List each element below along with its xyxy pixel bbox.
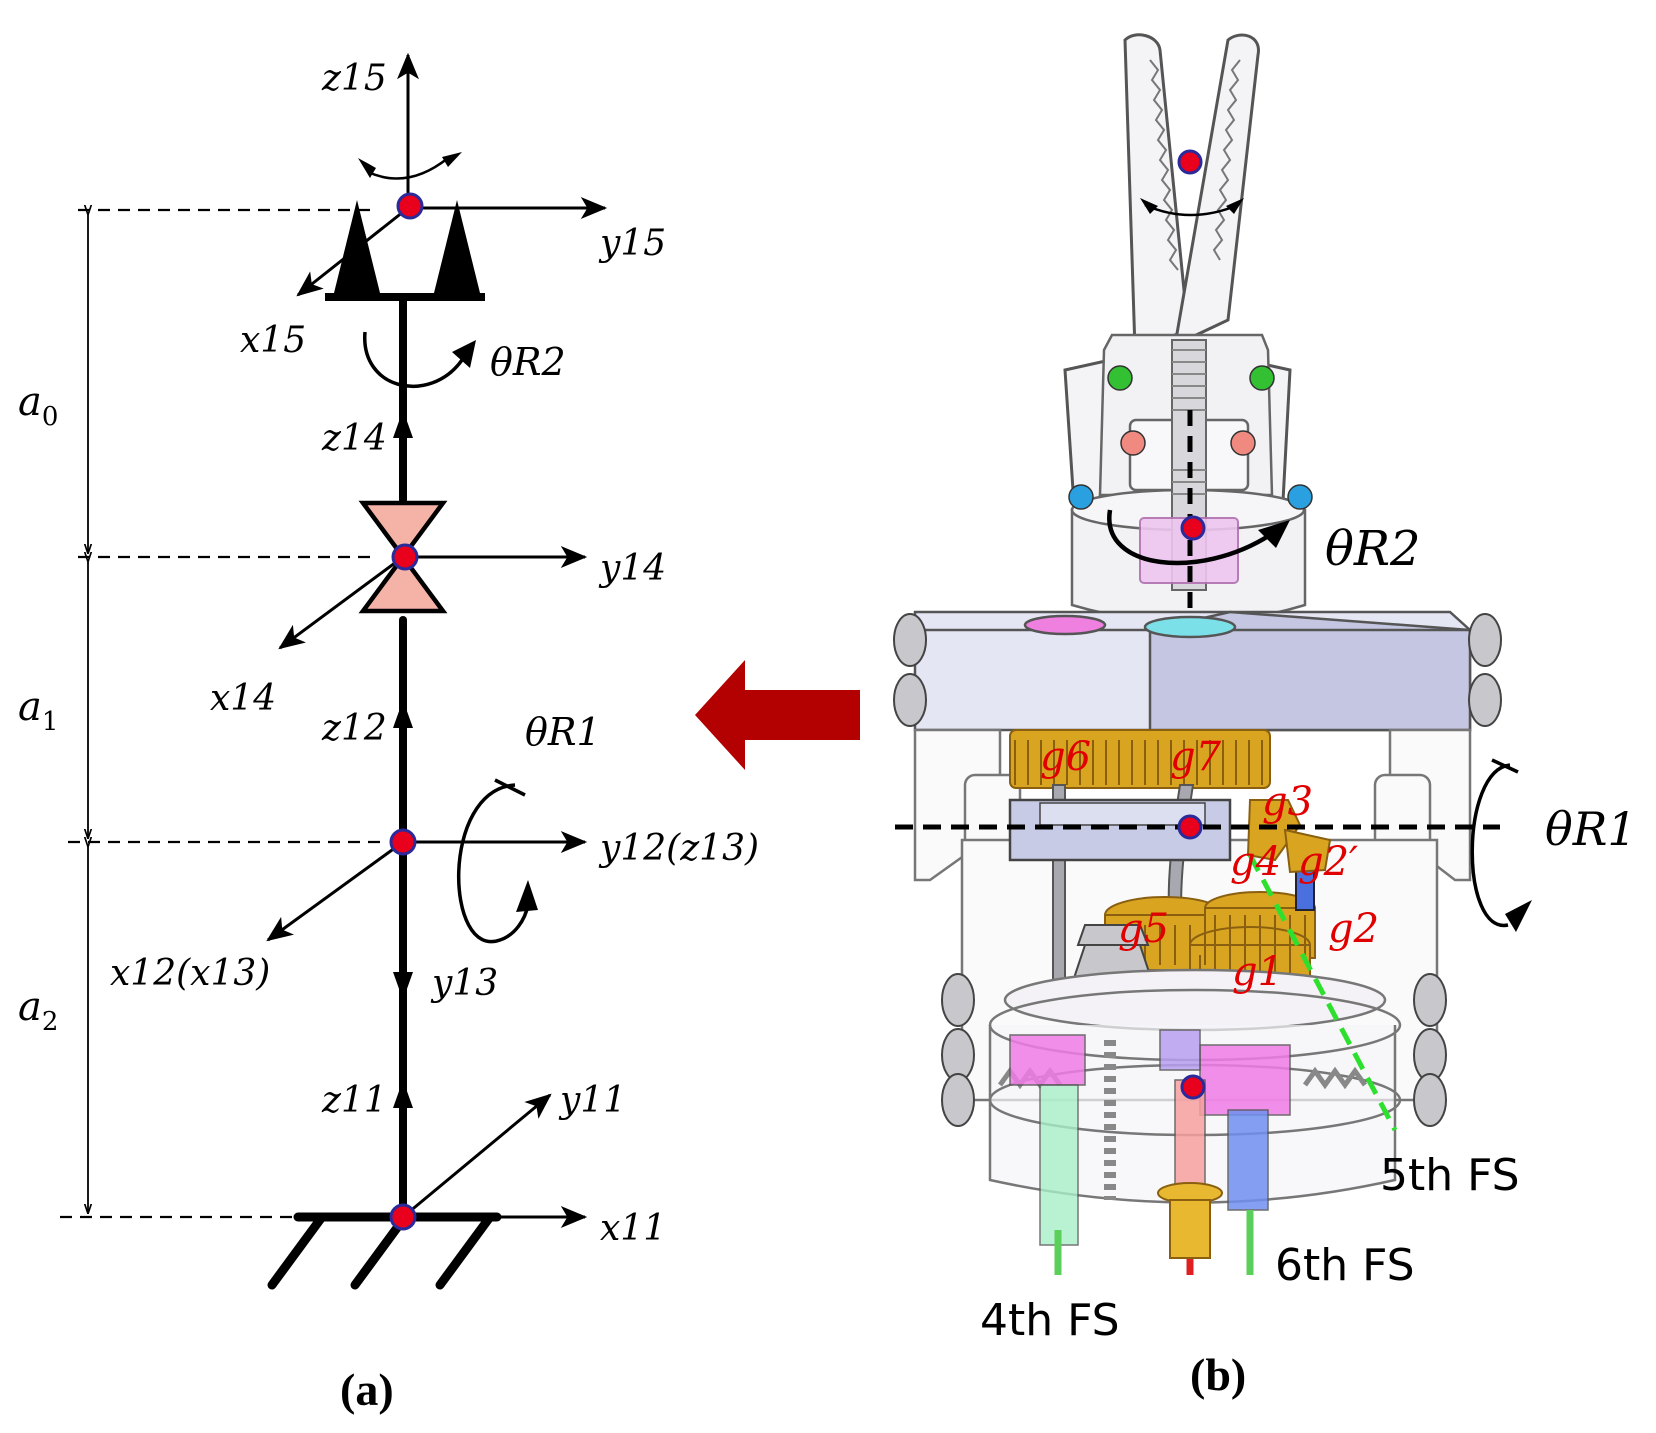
caption-a: (a): [340, 1364, 394, 1415]
gear-label-g2prime: g2′: [1298, 839, 1358, 885]
panel-a: a0 a1 a2: [18, 52, 759, 1415]
label-theta-r2: θR2: [490, 340, 566, 384]
joint-12: [389, 828, 417, 856]
side-screws: [893, 613, 1502, 1127]
link-arrows: [393, 410, 413, 1108]
length-a2: a2: [18, 984, 58, 1037]
gripper-rotation-head-right: [442, 152, 462, 167]
axis-labels: z15 y15 x15 θR2 z14 y14 x14 z12 θR1 y12(…: [110, 58, 759, 1249]
gear-label-g6: g6: [1040, 734, 1091, 780]
gear-label-g5: g5: [1118, 906, 1169, 952]
jaw-serrations: [1149, 59, 1241, 271]
gold-bolt: [1157, 1182, 1223, 1259]
label-z11: z11: [321, 1080, 387, 1121]
cables: [1054, 1210, 1254, 1275]
joint-14: [391, 543, 419, 571]
panel-link-arrow: [695, 660, 860, 770]
gear-label-g2: g2: [1328, 906, 1379, 952]
gear-label-g4: g4: [1230, 839, 1281, 885]
label-y14: y14: [598, 548, 666, 589]
frame-14-axes: [278, 546, 588, 650]
frame-15-axes: [296, 52, 608, 297]
label-6th-fs: 6th FS: [1275, 1240, 1415, 1291]
length-a0: a0: [18, 379, 58, 432]
theta-r1-arrow-b: [1470, 758, 1532, 932]
theta-r2-arrow-b: [1107, 509, 1290, 566]
fixed-base: [267, 1212, 502, 1290]
label-y11: y11: [558, 1080, 626, 1121]
label-y12: y12(z13): [598, 828, 759, 869]
label-5th-fs: 5th FS: [1380, 1150, 1520, 1201]
cylinders: [1009, 1029, 1291, 1246]
jaw-rotation-arrow-b: [1140, 198, 1244, 217]
frame-12-axes: [266, 831, 588, 942]
gear-label-g7: g7: [1170, 734, 1222, 780]
label-y13: y13: [430, 963, 498, 1004]
joint-dots-b: [1177, 149, 1206, 1100]
housing-bolts: [1068, 365, 1313, 510]
green-dashed-line: [1247, 853, 1398, 1132]
upper-gears: [1009, 729, 1271, 789]
label-z14: z14: [321, 418, 387, 459]
joint-dots: [389, 192, 424, 1231]
label-z15: z15: [321, 58, 387, 99]
label-y15: y15: [598, 223, 666, 264]
label-4th-fs: 4th FS: [980, 1295, 1120, 1346]
reference-dashed-lines: [60, 208, 385, 1219]
label-x11: x11: [600, 1208, 666, 1249]
theta-r1-rotation-arrow: [457, 778, 538, 944]
label-theta-r1-b: θR1: [1545, 802, 1637, 856]
label-x15: x15: [240, 320, 306, 361]
gear-label-g1: g1: [1232, 949, 1283, 995]
label-x14: x14: [210, 678, 276, 719]
length-a1: a1: [18, 684, 58, 737]
joint-15: [396, 192, 424, 220]
label-theta-r1: θR1: [525, 710, 601, 754]
label-z12: z12: [321, 708, 387, 749]
frame-11-axes: [402, 1093, 588, 1228]
gear-label-g3: g3: [1262, 779, 1313, 825]
prismatic-joint: [358, 500, 448, 614]
caption-b: (b): [1190, 1349, 1246, 1400]
upper-plate: [913, 610, 1472, 732]
label-theta-r2-b: θR2: [1325, 521, 1421, 577]
joint-11: [389, 1203, 417, 1231]
panel-b: g6 g7 g3 g4 g2′ g5 g1 g2 θR2 θR1 5th FS …: [893, 33, 1637, 1400]
gear-labels: g6 g7 g3 g4 g2′ g5 g1 g2: [1040, 734, 1379, 995]
theta-r2-rotation-arrow: [363, 331, 476, 388]
gripper-rotation-head-left: [358, 158, 376, 178]
label-x12: x12(x13): [110, 953, 270, 994]
